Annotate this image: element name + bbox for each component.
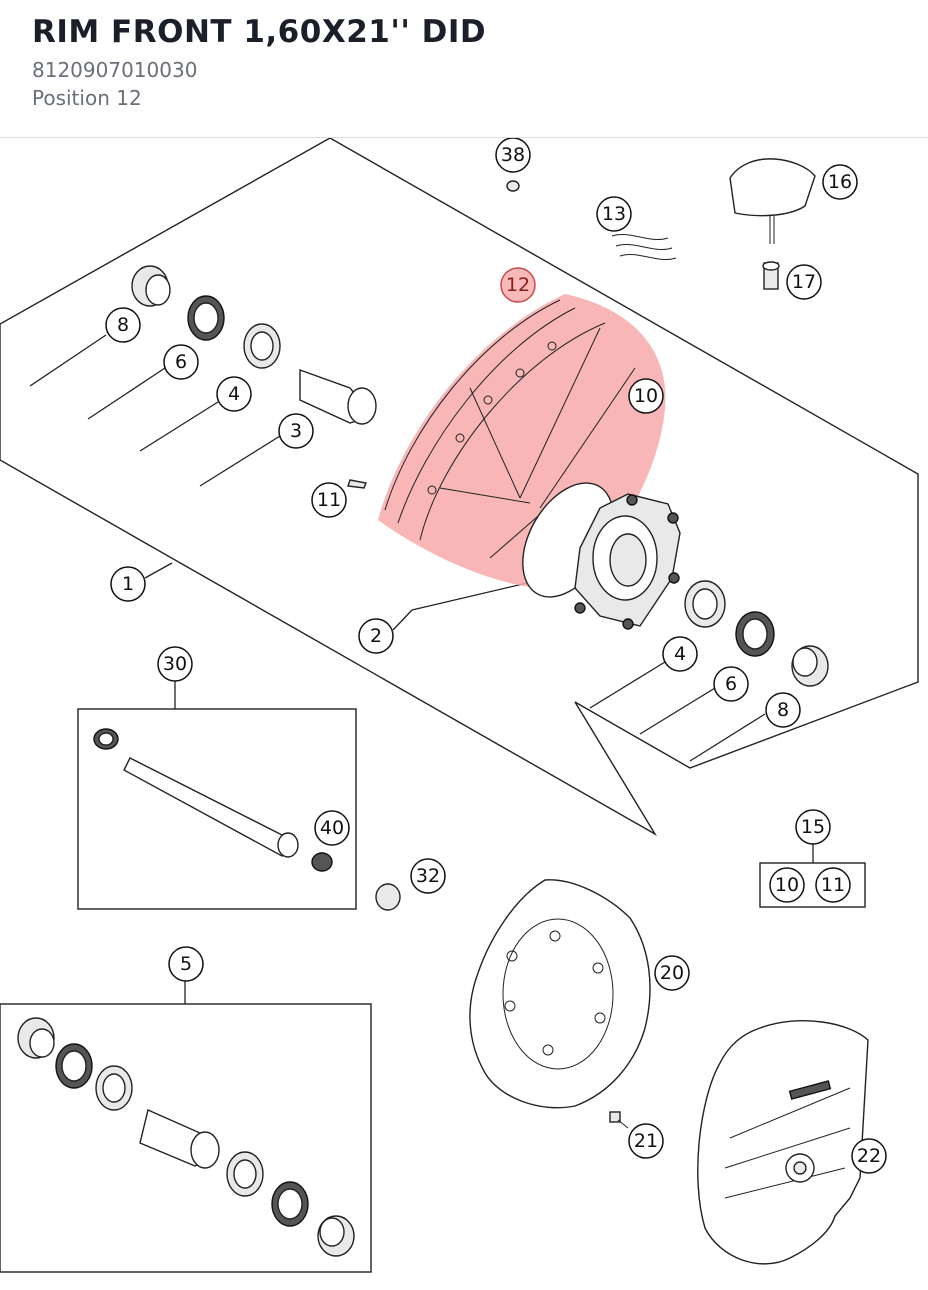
svg-text:12: 12 [506, 274, 530, 296]
svg-text:3: 3 [290, 420, 302, 442]
leader-lines [29, 334, 814, 1004]
page-title: RIM FRONT 1,60X21'' DID [32, 14, 487, 50]
svg-text:11: 11 [821, 874, 845, 896]
callout-22[interactable]: 22 [851, 1138, 887, 1174]
callout-10-rim[interactable]: 10 [628, 378, 664, 414]
callout-11-kit[interactable]: 11 [815, 867, 851, 903]
callout-4-right[interactable]: 4 [662, 636, 698, 672]
disc-guard [697, 1019, 869, 1265]
svg-text:10: 10 [634, 385, 658, 407]
svg-text:11: 11 [317, 489, 341, 511]
svg-text:20: 20 [660, 962, 684, 984]
svg-text:6: 6 [725, 673, 737, 695]
callout-2[interactable]: 2 [358, 618, 394, 654]
part-number: 8120907010030 [32, 58, 198, 82]
callout-5[interactable]: 5 [168, 946, 204, 982]
svg-text:40: 40 [320, 817, 344, 839]
svg-text:10: 10 [775, 874, 799, 896]
svg-text:15: 15 [801, 816, 825, 838]
callout-11-rim[interactable]: 11 [311, 482, 347, 518]
callout-15[interactable]: 15 [795, 809, 831, 845]
callout-30[interactable]: 30 [157, 646, 193, 682]
header: RIM FRONT 1,60X21'' DID 8120907010030 Po… [0, 0, 928, 138]
svg-text:17: 17 [792, 271, 816, 293]
svg-text:32: 32 [416, 865, 440, 887]
axle-drawing [93, 728, 333, 872]
svg-text:22: 22 [857, 1145, 881, 1167]
left-bearings [131, 265, 377, 489]
svg-text:6: 6 [175, 351, 187, 373]
callout-32[interactable]: 32 [410, 858, 446, 894]
hub-drawing [574, 493, 681, 630]
callout-6-left[interactable]: 6 [163, 344, 199, 380]
svg-text:21: 21 [634, 1130, 658, 1152]
screw-21 [609, 1111, 629, 1129]
top-parts [506, 158, 816, 290]
svg-text:2: 2 [370, 625, 382, 647]
exploded-parts-diagram: 38 16 13 17 12 8 6 4 3 10 11 1 2 4 6 8 3… [0, 138, 919, 1273]
callout-1[interactable]: 1 [110, 566, 146, 602]
callout-17[interactable]: 17 [786, 264, 822, 300]
callout-8-left[interactable]: 8 [105, 307, 141, 343]
svg-text:30: 30 [163, 653, 187, 675]
callout-16[interactable]: 16 [822, 164, 858, 200]
svg-text:38: 38 [501, 144, 525, 166]
callout-12-highlighted[interactable]: 12 [500, 267, 536, 303]
kit-box [759, 862, 866, 908]
bearing-kit-box [0, 1003, 372, 1273]
bearing-kit-drawing [17, 1017, 355, 1257]
callout-20[interactable]: 20 [654, 955, 690, 991]
callout-6-right[interactable]: 6 [713, 666, 749, 702]
callout-10-kit[interactable]: 10 [769, 867, 805, 903]
right-bearings [684, 580, 829, 687]
callout-8-right[interactable]: 8 [765, 692, 801, 728]
brake-disc [469, 879, 651, 1109]
svg-text:8: 8 [777, 699, 789, 721]
nut-32 [375, 883, 401, 911]
callout-13[interactable]: 13 [596, 196, 632, 232]
callout-3[interactable]: 3 [278, 413, 314, 449]
svg-text:4: 4 [228, 383, 240, 405]
svg-text:5: 5 [180, 953, 192, 975]
svg-text:8: 8 [117, 314, 129, 336]
svg-text:16: 16 [828, 171, 852, 193]
svg-text:4: 4 [674, 643, 686, 665]
callout-40[interactable]: 40 [314, 810, 350, 846]
svg-text:1: 1 [122, 573, 134, 595]
wheel-assembly-frame [0, 138, 919, 836]
svg-text:13: 13 [602, 203, 626, 225]
axle-box [77, 708, 357, 910]
callout-4-left[interactable]: 4 [216, 376, 252, 412]
position-label: Position 12 [32, 86, 142, 110]
callout-21[interactable]: 21 [628, 1123, 664, 1159]
callout-38[interactable]: 38 [495, 138, 531, 173]
